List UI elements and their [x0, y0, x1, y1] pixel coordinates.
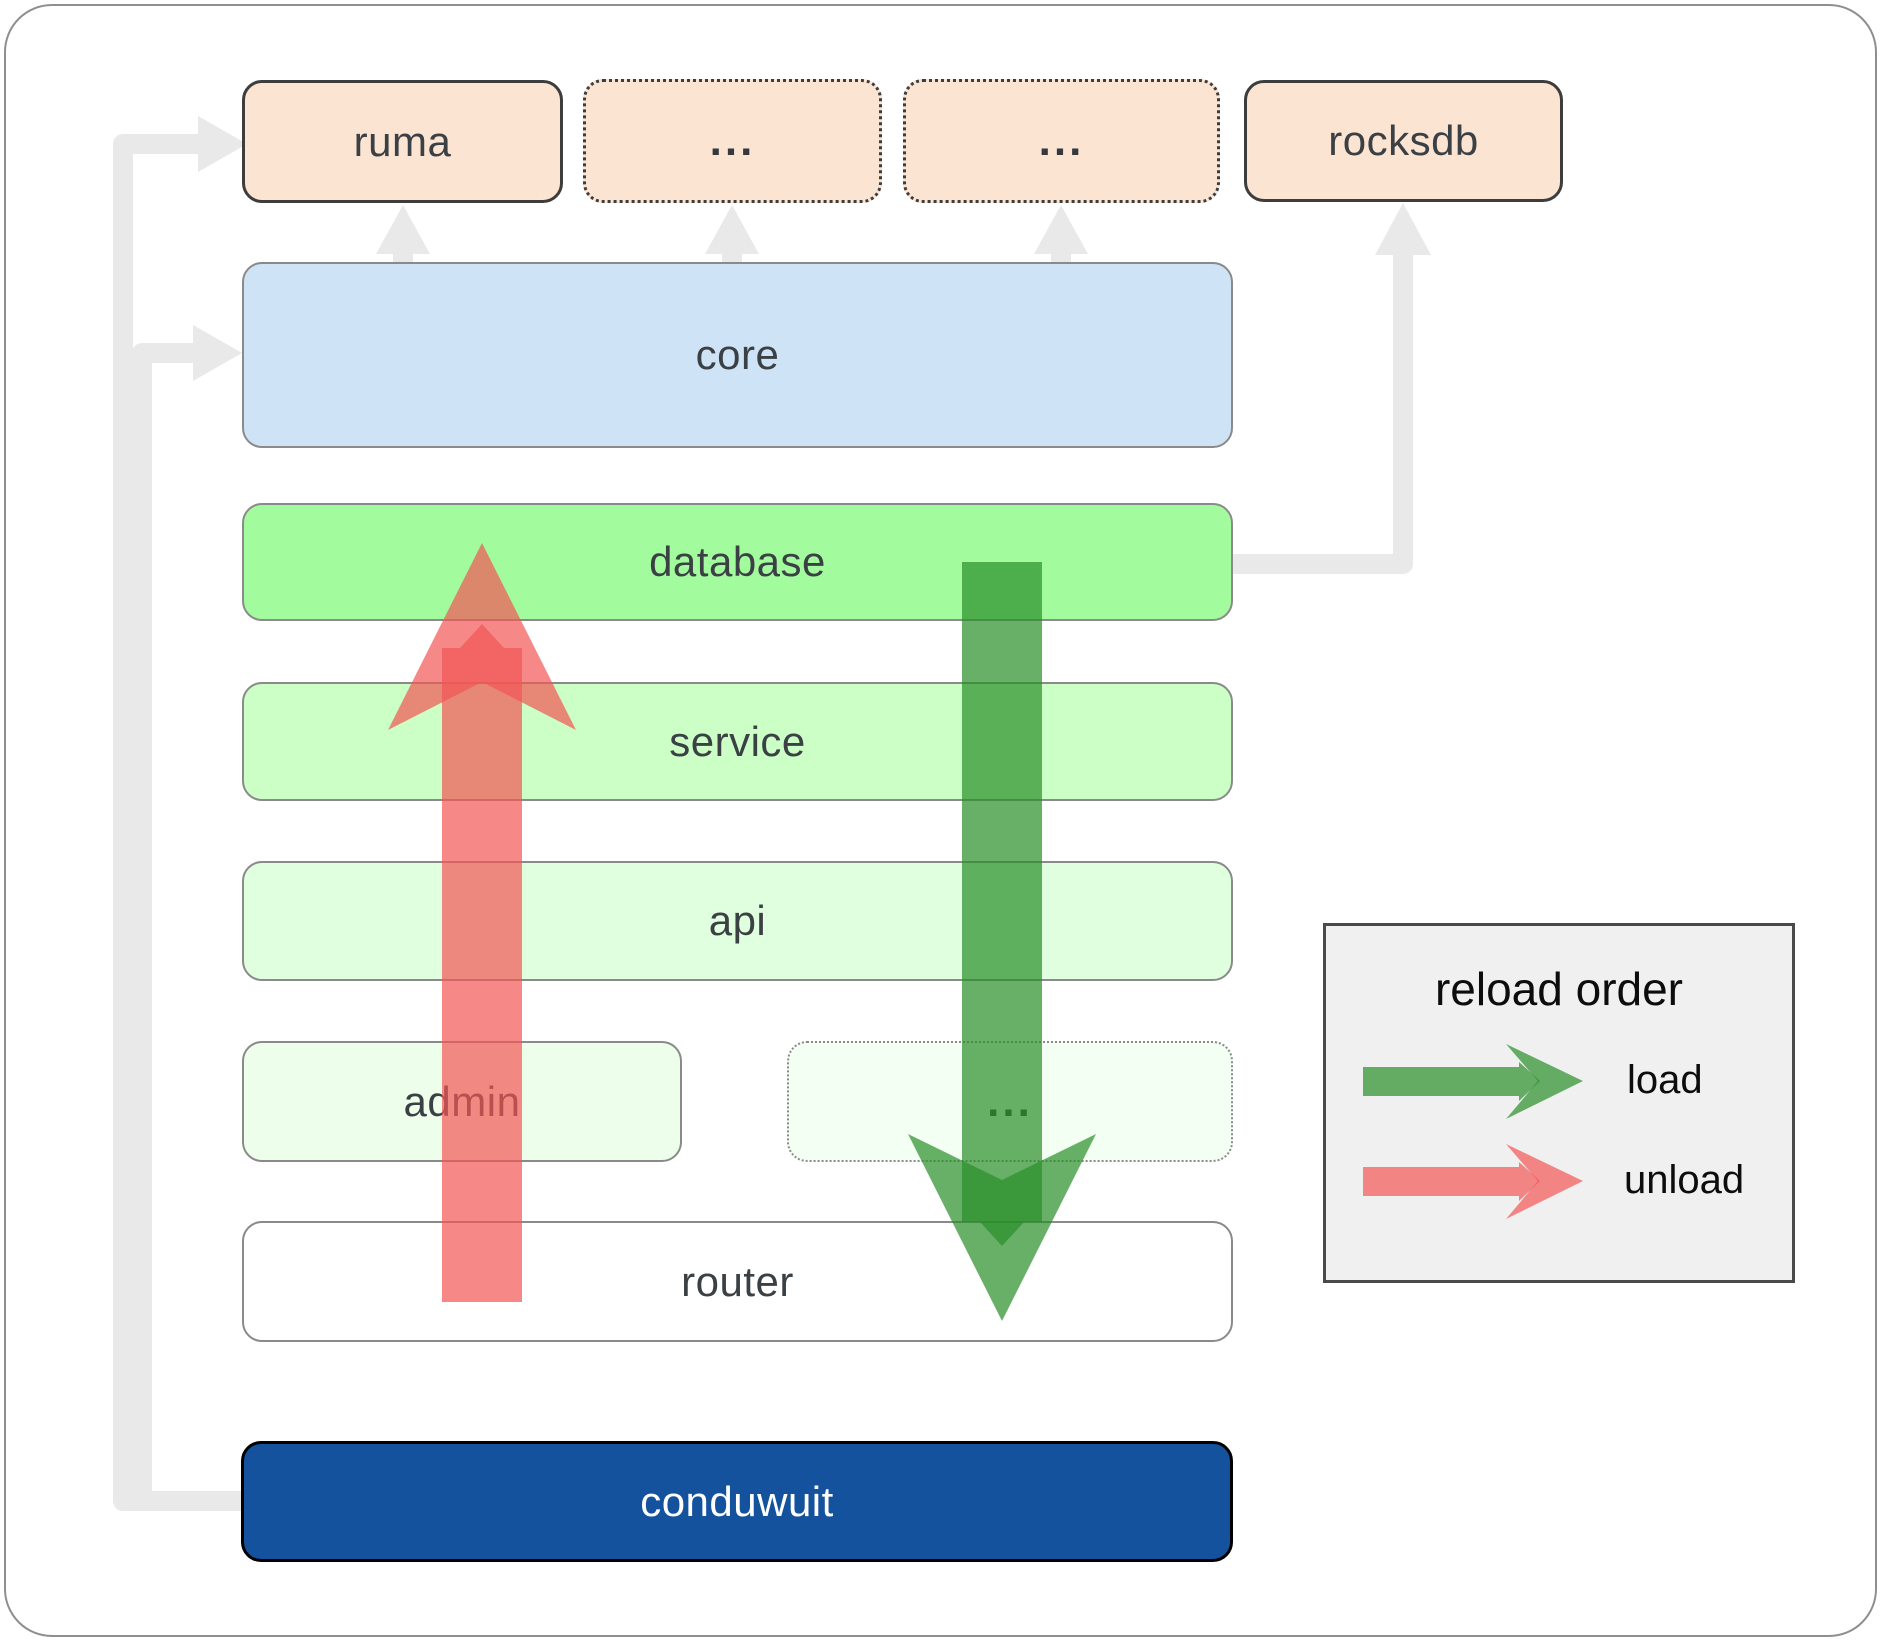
- node-ruma-label: ruma: [353, 117, 452, 165]
- node-conduwuit: conduwuit: [241, 1441, 1233, 1562]
- node-ellipsis-top-2-label: ...: [1038, 116, 1085, 165]
- node-admin: admin: [242, 1041, 682, 1162]
- node-router-label: router: [681, 1257, 794, 1305]
- node-rocksdb: rocksdb: [1244, 80, 1563, 202]
- node-ellipsis-admin: ...: [787, 1041, 1233, 1162]
- node-ellipsis-top-1-label: ...: [709, 116, 756, 165]
- legend-load-label: load: [1627, 1058, 1703, 1102]
- node-admin-label: admin: [403, 1077, 521, 1125]
- node-ruma: ruma: [242, 80, 563, 203]
- node-core: core: [242, 262, 1233, 448]
- node-router: router: [242, 1221, 1233, 1342]
- node-service-label: service: [669, 717, 806, 765]
- node-ellipsis-top-1: ...: [583, 79, 882, 203]
- legend-title: reload order: [1434, 963, 1684, 1015]
- node-api-label: api: [708, 897, 767, 944]
- node-database: database: [242, 503, 1233, 621]
- diagram-outer-frame: [4, 4, 1877, 1637]
- legend-unload-label: unload: [1624, 1158, 1745, 1202]
- node-conduwuit-label: conduwuit: [640, 1477, 834, 1525]
- node-database-label: database: [649, 538, 826, 585]
- node-rocksdb-label: rocksdb: [1328, 117, 1479, 164]
- node-api: api: [242, 861, 1233, 981]
- node-ellipsis-admin-label: ...: [987, 1076, 1033, 1126]
- node-core-label: core: [695, 331, 780, 378]
- node-service: service: [242, 682, 1233, 801]
- node-ellipsis-top-2: ...: [903, 79, 1220, 203]
- legend-box: reload order: [1323, 923, 1795, 1283]
